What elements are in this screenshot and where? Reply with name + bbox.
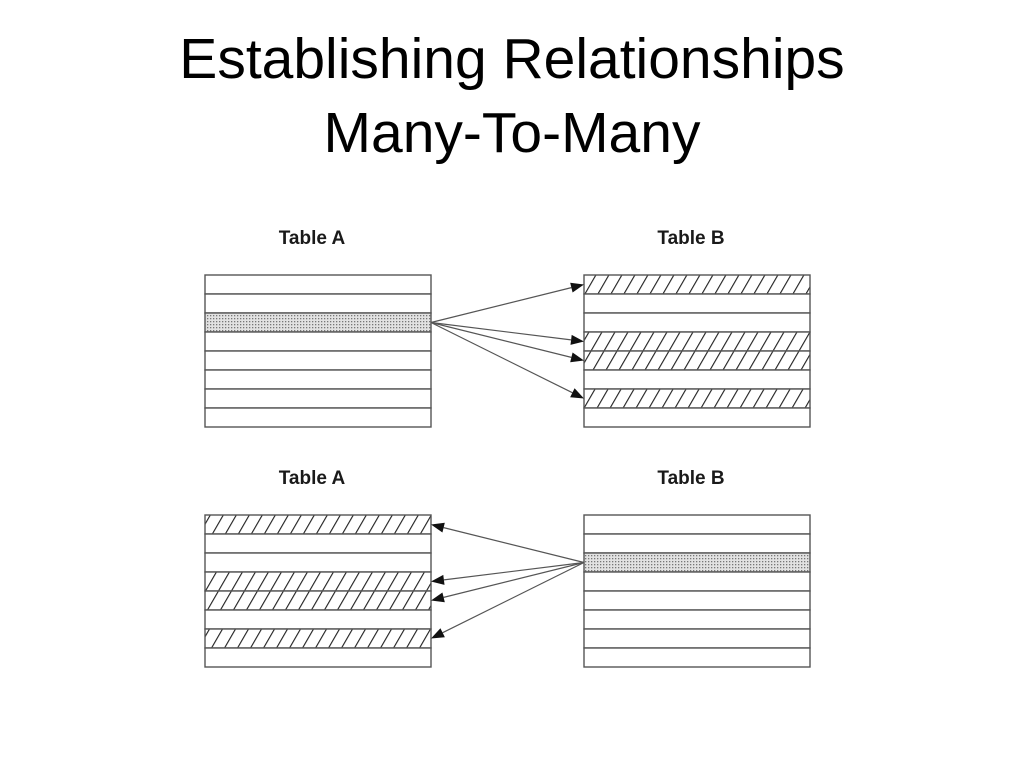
relationship-arrow (431, 561, 585, 603)
table-row (204, 609, 432, 630)
table-row (583, 407, 811, 428)
related-row (204, 571, 432, 592)
table-row (583, 647, 811, 668)
relationship-arrows (431, 522, 585, 639)
table-row (583, 590, 811, 611)
table-b (583, 274, 811, 428)
source-row (204, 312, 432, 333)
table-a (204, 514, 432, 668)
table-row (204, 350, 432, 371)
title-line-2: Many-To-Many (323, 101, 701, 165)
table-row (583, 609, 811, 630)
table-b-label: Table B (657, 228, 724, 249)
table-row (583, 628, 811, 649)
table-row (204, 388, 432, 409)
related-row (583, 388, 811, 409)
relationship-arrows (430, 282, 584, 399)
table-row (204, 552, 432, 573)
table-a-label: Table A (279, 228, 346, 249)
related-row (583, 274, 811, 295)
relationship-arrow (431, 522, 585, 564)
table-row (583, 369, 811, 390)
table-row (204, 647, 432, 668)
table-row (583, 293, 811, 314)
related-row (583, 331, 811, 352)
table-a (204, 274, 432, 428)
source-row (583, 552, 811, 573)
related-row (204, 514, 432, 535)
table-b (583, 514, 811, 668)
table-row (583, 533, 811, 554)
table-row (583, 514, 811, 535)
table-row (204, 369, 432, 390)
title-line-1: Establishing Relationships (179, 27, 845, 91)
table-row (204, 407, 432, 428)
table-a-label: Table A (279, 468, 346, 489)
relationship-arrow (430, 282, 584, 324)
table-b-label: Table B (657, 468, 724, 489)
table-row (583, 571, 811, 592)
table-row (204, 293, 432, 314)
table-row (204, 331, 432, 352)
table-row (204, 533, 432, 554)
table-row (204, 274, 432, 295)
diagram-1: Table A Table B (204, 228, 811, 428)
relationship-arrow (431, 561, 585, 585)
relationship-arrow (430, 321, 584, 345)
table-row (583, 312, 811, 333)
slide-title: Establishing Relationships Many-To-Many (0, 22, 1024, 170)
relationship-arrow (430, 321, 584, 399)
diagram-2: Table A Table B (204, 468, 811, 668)
related-row (583, 350, 811, 371)
relationship-arrow (431, 561, 585, 639)
related-row (204, 590, 432, 611)
relationship-arrow (430, 321, 584, 363)
related-row (204, 628, 432, 649)
